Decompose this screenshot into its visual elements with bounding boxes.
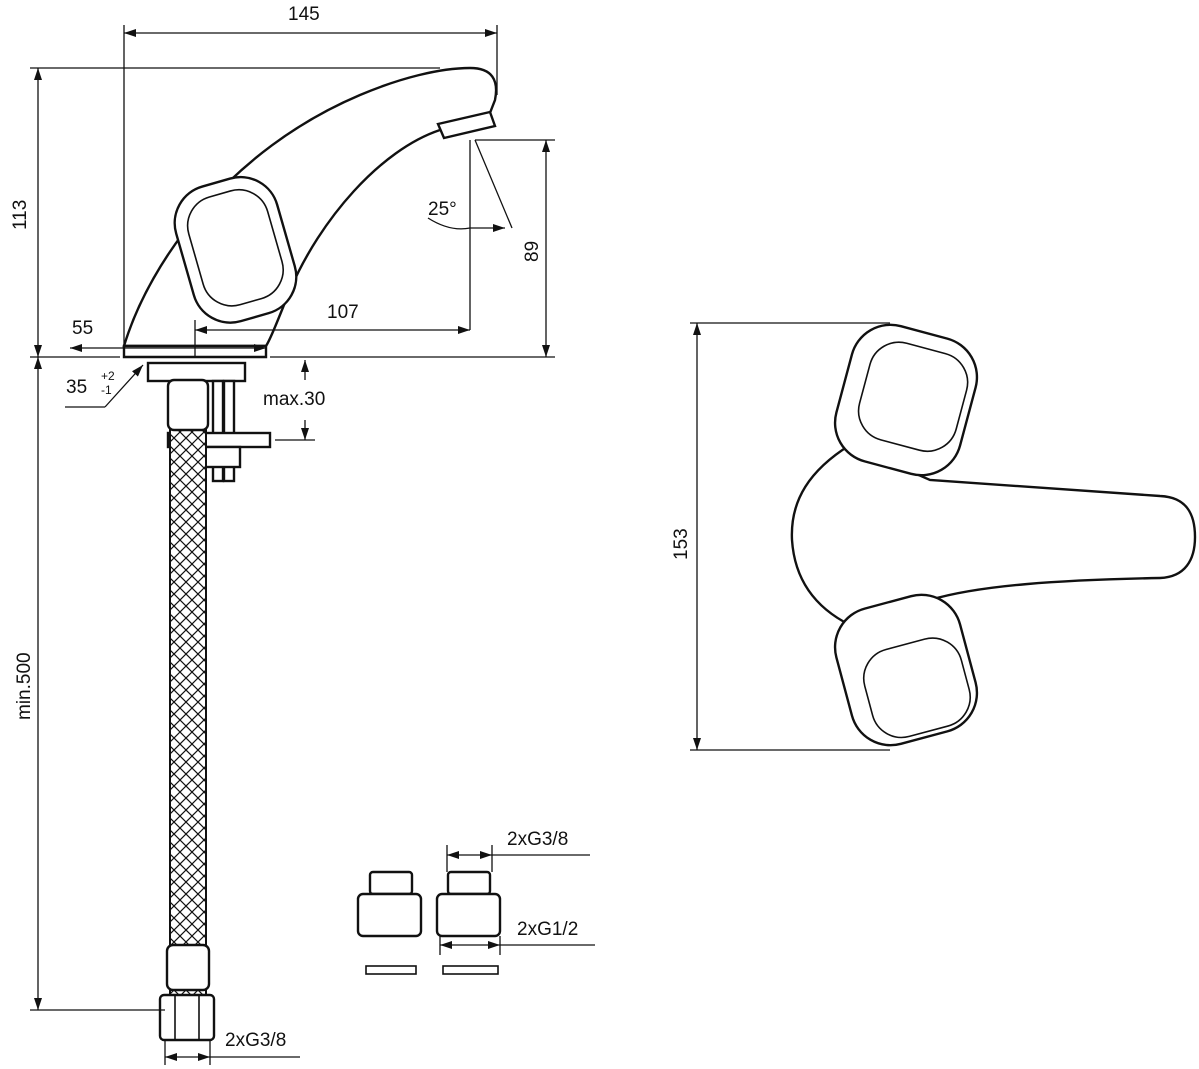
aerator bbox=[436, 110, 497, 140]
faucet-front-view bbox=[122, 66, 498, 1042]
dim-153: 153 bbox=[671, 528, 692, 560]
dimension-lines bbox=[30, 25, 555, 1065]
dim-35-tol-minus: -1 bbox=[101, 383, 112, 397]
dim-145: 145 bbox=[288, 4, 320, 25]
dim-107: 107 bbox=[327, 302, 359, 323]
base-plate bbox=[146, 361, 247, 383]
faucet-side-view bbox=[690, 322, 1197, 751]
adapters bbox=[356, 845, 595, 975]
handle bbox=[173, 175, 298, 324]
hose-nut bbox=[158, 993, 216, 1042]
dim-adapter-inner: 2xG3/8 bbox=[507, 829, 568, 850]
dim-55: 55 bbox=[72, 318, 93, 339]
dim-89: 89 bbox=[522, 241, 543, 262]
dim-35-tol-plus: +2 bbox=[101, 369, 115, 383]
dim-25deg: 25° bbox=[428, 199, 457, 220]
dim-hose-thread: 2xG3/8 bbox=[225, 1030, 286, 1051]
flexible-hose bbox=[169, 384, 207, 1001]
dim-113: 113 bbox=[10, 200, 31, 230]
dim-adapter-outer: 2xG1/2 bbox=[517, 919, 578, 940]
dim-min500: min.500 bbox=[14, 652, 35, 720]
dim-35: 35 bbox=[66, 377, 87, 398]
dim-max30: max.30 bbox=[263, 389, 325, 410]
